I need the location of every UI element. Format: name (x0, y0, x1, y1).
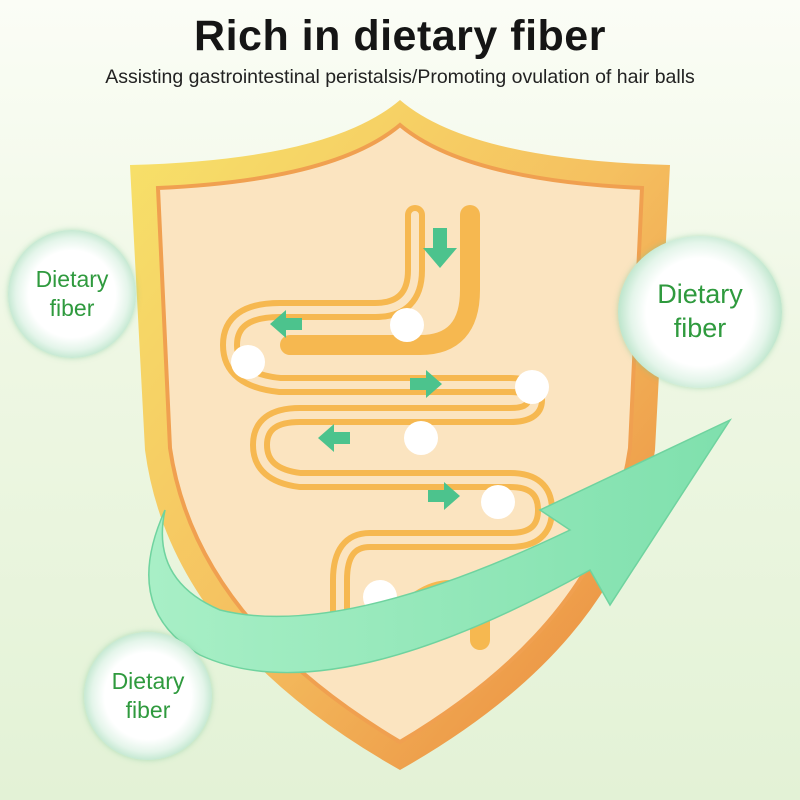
bubble-label-line2: fiber (125, 697, 171, 723)
bubble-label-line2: fiber (673, 313, 727, 343)
flow-arrows (270, 228, 460, 510)
bubble-label-line1: Dietary (111, 668, 185, 695)
arrow-left-icon (270, 310, 302, 338)
fiber-balls (231, 308, 549, 614)
arrow-right-icon (428, 482, 460, 510)
page-title: Rich in dietary fiber (194, 12, 606, 60)
intestine-hollow (225, 211, 550, 644)
bubble-label-line1: Dietary (657, 279, 743, 310)
page-subtitle: Assisting gastrointestinal peristalsis/P… (105, 66, 695, 88)
arrow-right-icon (410, 370, 442, 398)
arrow-down-icon (423, 228, 457, 268)
bubble-label-line2: fiber (49, 295, 95, 321)
arrow-left-icon (318, 424, 350, 452)
shield (130, 100, 670, 770)
bubble-label-line1: Dietary (35, 266, 109, 293)
